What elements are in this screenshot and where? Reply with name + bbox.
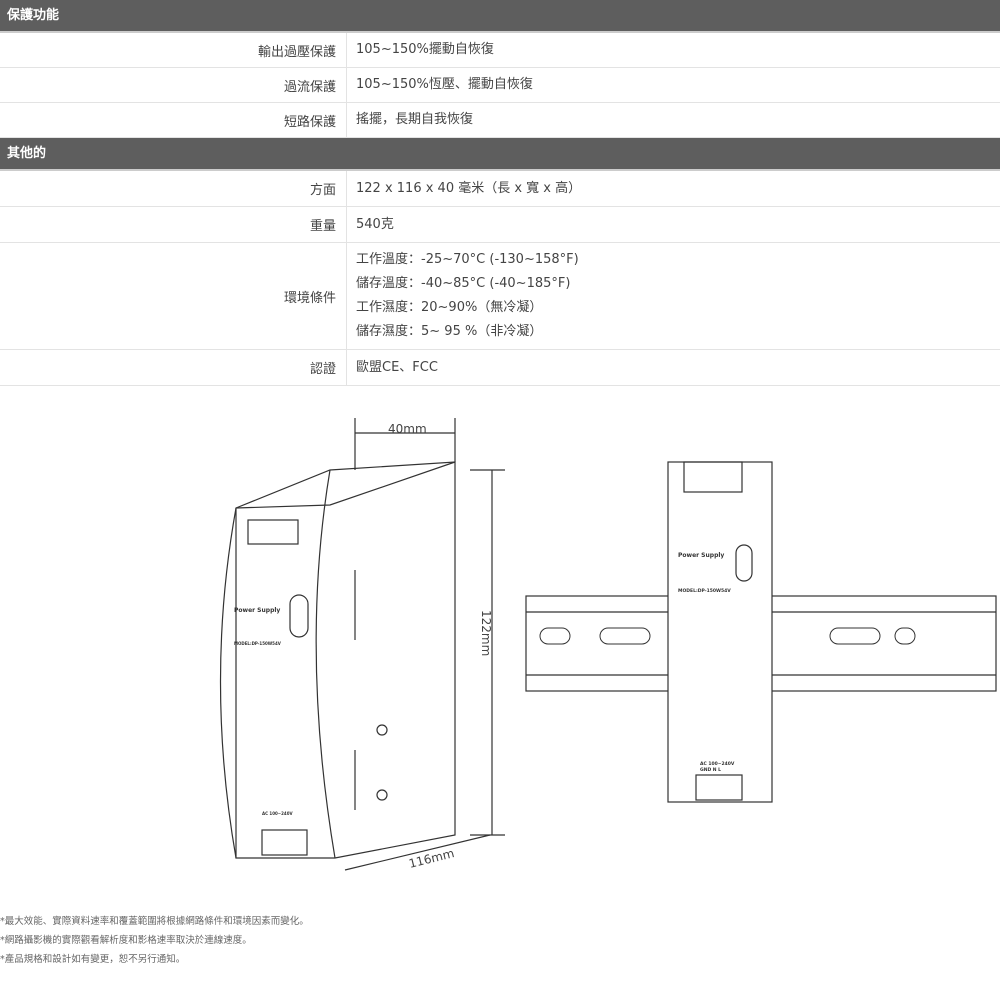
spec-value-line: 540克	[356, 216, 394, 232]
footnote: *最大效能、實際資料速率和覆蓋範圍將根據網路條件和環境因素而變化。	[0, 916, 309, 927]
spec-value-line: 歐盟CE、FCC	[356, 359, 438, 375]
spec-value: 105~150%擺動自恢復	[347, 33, 494, 67]
spec-value: 122 x 116 x 40 毫米（長 x 寬 x 高）	[347, 171, 581, 206]
footnotes: *最大效能、實際資料速率和覆蓋範圍將根據網路條件和環境因素而變化。 *網路攝影機…	[0, 912, 309, 969]
brand-label: Power Supply	[234, 607, 280, 614]
footnote: *網路攝影機的實際觀看解析度和影格速率取決於連線速度。	[0, 935, 252, 946]
spec-row: 過流保護 105~150%恆壓、擺動自恢復	[0, 68, 1000, 103]
spec-row: 認證歐盟CE、FCC	[0, 350, 1000, 386]
spec-label: 過流保護	[0, 68, 347, 102]
spec-value: 歐盟CE、FCC	[347, 350, 438, 385]
section-header: 其他的	[0, 138, 1000, 171]
spec-row: 方面 122 x 116 x 40 毫米（長 x 寬 x 高）	[0, 171, 1000, 207]
model-label: MODEL:DP-150W54V	[234, 641, 282, 646]
section-header: 保護功能	[0, 0, 1000, 33]
spec-row: 重量 540克	[0, 207, 1000, 243]
spec-value-line: 儲存濕度：5~ 95 %（非冷凝）	[356, 324, 543, 339]
spec-value-line: 122 x 116 x 40 毫米（長 x 寬 x 高）	[356, 180, 582, 196]
depth-dimension-label: 116mm	[407, 846, 455, 871]
width-dimension-label: 40mm	[388, 422, 427, 436]
height-dimension-label: 122mm	[479, 610, 493, 656]
input-label: AC 100~240V	[262, 811, 293, 816]
spec-value-line: 工作溫度：-25~70°C (-130~158°F)	[356, 252, 579, 267]
spec-row: 輸出過壓保護 105~150%擺動自恢復	[0, 33, 1000, 68]
spec-value: 工作溫度：-25~70°C (-130~158°F) 儲存溫度：-40~85°C …	[347, 243, 579, 349]
spec-row: 短路保護搖擺，長期自我恢復	[0, 103, 1000, 138]
spec-value: 搖擺，長期自我恢復	[347, 103, 473, 137]
model-label-rail: MODEL:DP-150W54V	[678, 588, 731, 594]
spec-row: 環境條件工作溫度：-25~70°C (-130~158°F) 儲存溫度：-40~8…	[0, 243, 1000, 350]
spec-value: 540克	[347, 207, 394, 242]
spec-label: 環境條件	[0, 243, 347, 349]
footnote: *產品規格和設計如有變更，恕不另行通知。	[0, 954, 186, 965]
spec-label: 短路保護	[0, 103, 347, 137]
spec-label: 方面	[0, 171, 347, 206]
spec-value-line: 105~150%擺動自恢復	[356, 42, 494, 57]
spec-value-line: 105~150%恆壓、擺動自恢復	[356, 77, 533, 92]
spec-value-line: 工作濕度：20~90%（無冷凝）	[356, 300, 543, 315]
input-label-rail: AC 100~240V	[700, 761, 735, 767]
spec-label: 輸出過壓保護	[0, 33, 347, 67]
spec-value-line: 搖擺，長期自我恢復	[356, 112, 474, 127]
spec-value: 105~150%恆壓、擺動自恢復	[347, 68, 533, 102]
spec-value-line: 儲存溫度：-40~85°C (-40~185°F)	[356, 276, 571, 291]
terminals-label: GND N L	[700, 767, 721, 773]
spec-label: 重量	[0, 207, 347, 242]
brand-label-rail: Power Supply	[678, 552, 724, 559]
spec-table: 保護功能輸出過壓保護 105~150%擺動自恢復過流保護 105~150%恆壓、擺動…	[0, 0, 1000, 386]
spec-label: 認證	[0, 350, 347, 385]
